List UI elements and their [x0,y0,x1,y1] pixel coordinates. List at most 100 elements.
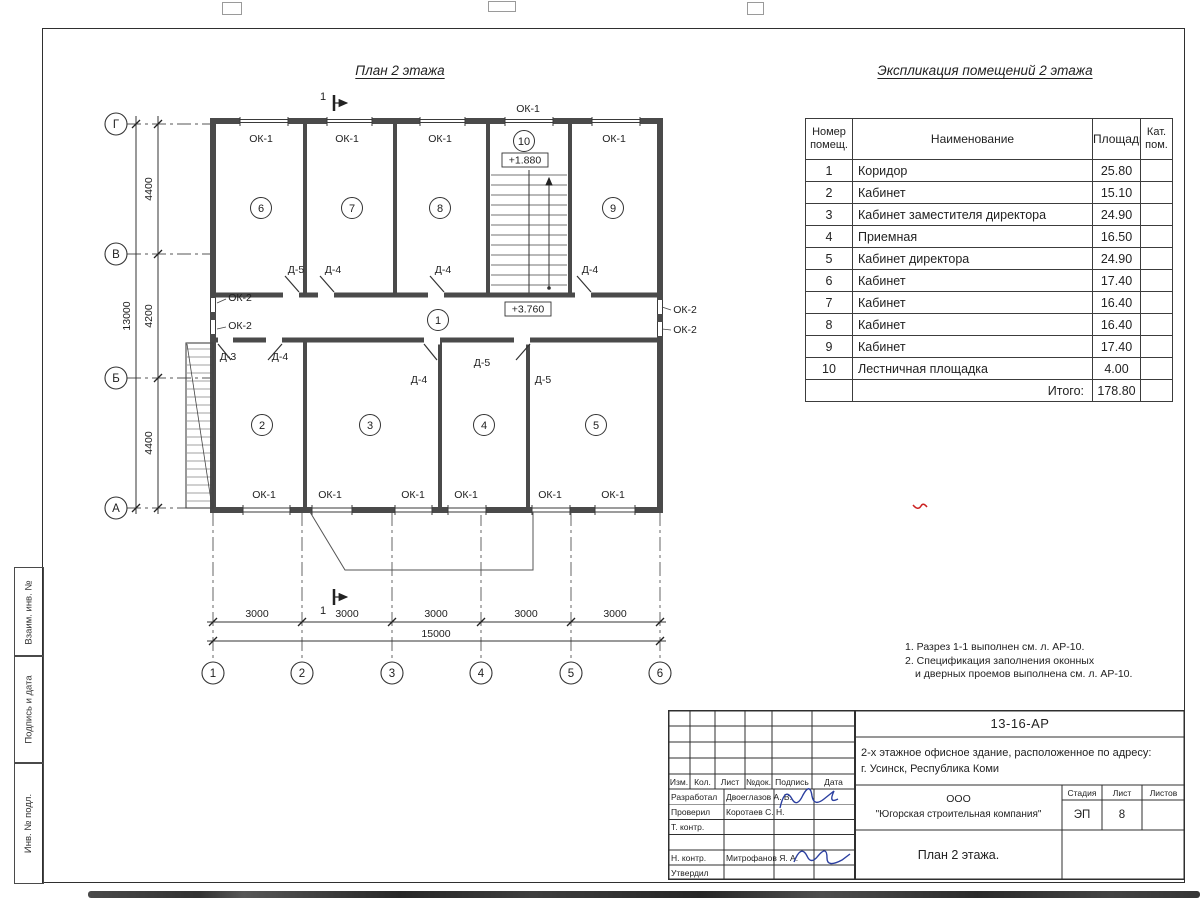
svg-text:7: 7 [349,203,355,215]
table-row: 7 Кабинет 16.40 [805,291,1173,314]
cell-name: Кабинет директора [852,247,1093,270]
dim-v-2: 4200 [143,304,155,328]
col-header-name: Наименование [852,118,1093,160]
cell-num: 10 [805,357,853,380]
cell-num: 8 [805,313,853,336]
svg-text:4: 4 [481,420,487,432]
sheet-name: План 2 этажа. [917,848,1000,862]
cell-num: 9 [805,335,853,358]
svg-text:2: 2 [299,668,305,680]
svg-text:Д-4: Д-4 [411,374,428,386]
axis-bubbles [104,112,672,685]
svg-text:ОК-1: ОК-1 [602,133,626,145]
svg-text:ОК-1: ОК-1 [538,489,562,501]
scan-artifact-strip [88,891,1200,898]
table-row: 2 Кабинет 15.10 [805,181,1173,204]
title-block: 13-16-АР 2-х этажное офисное здание, рас… [668,710,1185,880]
room-schedule: Номер помещ. Наименование Площадь Кат. п… [805,118,1173,402]
cell-cat [1140,379,1173,402]
schedule-title: Экспликация помещений 2 этажа [877,63,1093,78]
svg-text:Д-4: Д-4 [325,264,342,276]
total-value: 178.80 [1092,379,1141,402]
sheet-label: Лист [1112,787,1132,798]
svg-text:3: 3 [389,668,395,680]
svg-text:А: А [112,503,120,515]
name-checker: Коротаев С. Н. [726,806,785,817]
col-list: Лист [720,776,740,787]
cell-cat [1140,247,1173,270]
role-developer: Разработал [671,791,718,802]
svg-text:+3.760: +3.760 [512,304,545,316]
svg-text:ОК-1: ОК-1 [428,133,452,145]
cell-name: Кабинет [852,313,1093,336]
cell-cat [1140,335,1173,358]
cell-cat [1140,291,1173,314]
svg-text:ОК-1: ОК-1 [318,489,342,501]
svg-text:Д-4: Д-4 [435,264,452,276]
stage-value: ЭП [1073,809,1091,821]
dim-h-3: 3000 [424,608,448,620]
svg-text:Б: Б [112,373,120,385]
level-marks: +1.880 +3.760 [501,152,552,317]
svg-text:Д-5: Д-5 [288,264,305,276]
table-row: 9 Кабинет 17.40 [805,335,1173,358]
svg-text:В: В [112,249,120,261]
table-row: 8 Кабинет 16.40 [805,313,1173,336]
svg-text:ОК-2: ОК-2 [228,292,252,304]
windows [208,117,665,515]
svg-text:2: 2 [259,420,265,432]
cell-name: Кабинет заместителя директора [852,203,1093,226]
cell-name: Кабинет [852,269,1093,292]
cell-area: 24.90 [1092,247,1141,270]
svg-text:Д-4: Д-4 [582,264,599,276]
dimensions: 4400 4200 4400 13000 3000 3000 3000 3000… [121,116,666,646]
col-header-area: Площадь [1092,118,1141,160]
table-row: 4 Приемная 16.50 [805,225,1173,248]
stage-label: Стадия [1067,787,1097,798]
svg-text:Г: Г [113,119,120,131]
side-stamp-vzaim-label: Взаим. инв. № [23,579,35,645]
svg-text:1: 1 [320,91,326,103]
dim-v-1: 4400 [143,177,155,201]
cell-area: 17.40 [1092,335,1141,358]
cell-area: 15.10 [1092,181,1141,204]
dim-h-5: 3000 [603,608,627,620]
svg-text:ОК-1: ОК-1 [252,489,276,501]
cell-num: 3 [805,203,853,226]
room-bubbles [250,130,624,436]
col-izm: Изм. [669,776,689,787]
svg-text:1: 1 [210,668,216,680]
red-check-mark [912,503,928,509]
cell-cat [1140,225,1173,248]
svg-text:8: 8 [437,203,443,215]
svg-text:Д-5: Д-5 [535,374,552,386]
table-row: 6 Кабинет 17.40 [805,269,1173,292]
dim-v-3: 4400 [143,431,155,455]
cell-cat [1140,269,1173,292]
company-name-line1: ООО [946,793,971,805]
side-stamp-inv-label: Инв. № подл. [23,793,35,853]
cell-name: Кабинет [852,181,1093,204]
cell-cat [1140,203,1173,226]
table-row: 5 Кабинет директора 24.90 [805,247,1173,270]
cell-num: 2 [805,181,853,204]
cell-name: Приемная [852,225,1093,248]
top-stamp-mark-2 [488,1,516,12]
svg-text:10: 10 [518,136,530,148]
name-ncontrol: Митрофанов Я. А. [726,852,799,863]
side-stamp-podpis-label: Подпись и дата [23,675,35,744]
svg-text:3: 3 [367,420,373,432]
svg-text:6: 6 [657,668,663,680]
svg-text:ОК-1: ОК-1 [249,133,273,145]
axis-labels: Г В Б А 1 2 3 4 5 6 [112,119,663,680]
cell-cat [1140,181,1173,204]
svg-text:4: 4 [478,668,485,680]
cell-num: 4 [805,225,853,248]
cell-cat [1140,357,1173,380]
notes: 1. Разрез 1-1 выполнен см. л. АР-10. 2. … [905,641,1132,682]
cell-num: 7 [805,291,853,314]
section-marks: 1 1 [320,91,349,617]
total-label: Итого: [852,379,1093,402]
project-description-line1: 2-х этажное офисное здание, расположенно… [861,747,1152,759]
